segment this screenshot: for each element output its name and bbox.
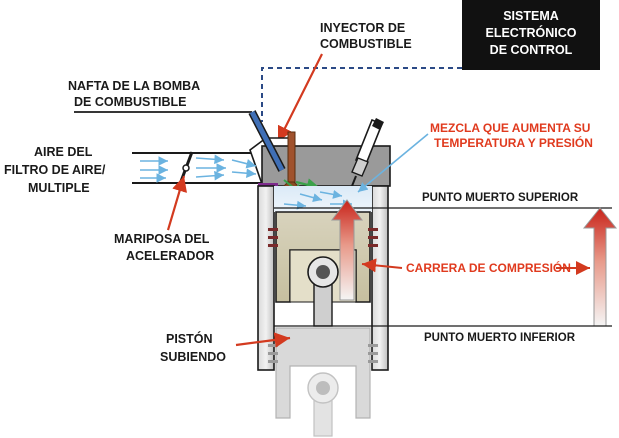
ghost-connecting-rod [307,372,339,437]
piston-rings-left [268,228,278,247]
stroke-label: CARRERA DE COMPRESIÓN [406,260,571,275]
injector-label-2: COMBUSTIBLE [320,37,412,51]
injector-label-1: INYECTOR DE [320,21,405,35]
fuel-label-2: DE COMBUSTIBLE [74,95,187,109]
ghost-rings-left [268,344,278,363]
control-system-box [462,0,600,70]
fuel-label-1: NAFTA DE LA BOMBA [68,79,200,93]
tdc-label: PUNTO MUERTO SUPERIOR [422,192,579,204]
throttle-valve-pivot [182,164,190,172]
throttle-label-1: MARIPOSA DEL [114,232,210,246]
control-system-label-2: ELECTRÓNICO [486,25,577,40]
cylinder-wall-left [257,185,275,371]
spark-plug [351,118,384,187]
control-system-label-3: DE CONTROL [490,43,573,57]
mixture-label-2: TEMPERATURA Y PRESIÓN [434,135,593,150]
piston-up-arrow [331,199,363,301]
air-label-3: MULTIPLE [28,181,90,195]
bdc-label: PUNTO MUERTO INFERIOR [424,332,576,344]
ghost-rings-right [368,344,378,363]
throttle-pointer-arrow [166,175,188,231]
piston-rings-right [368,228,378,247]
mixture-pointer-arrow [357,133,429,193]
mixture-label-1: MEZCLA QUE AUMENTA SU [430,121,590,135]
air-label-1: AIRE DEL [34,145,93,159]
piston-label-1: PISTÓN [166,331,213,346]
connecting-rod [307,256,339,327]
piston-pointer-arrow [235,332,291,348]
cylinder-wall-right [371,185,389,371]
air-label-2: FILTRO DE AIRE/ [4,163,106,177]
control-system-label-1: SISTEMA [503,9,559,23]
throttle-label-2: ACELERADOR [126,249,214,263]
fuel-injector [248,110,286,172]
piston-label-2: SUBIENDO [160,350,226,364]
piston-bdc-ghost [275,327,371,419]
air-flow-arrows [140,154,257,183]
stroke-pointer-left [361,258,403,273]
control-signal-wire [261,67,462,122]
injector-pointer-arrow [277,53,323,143]
